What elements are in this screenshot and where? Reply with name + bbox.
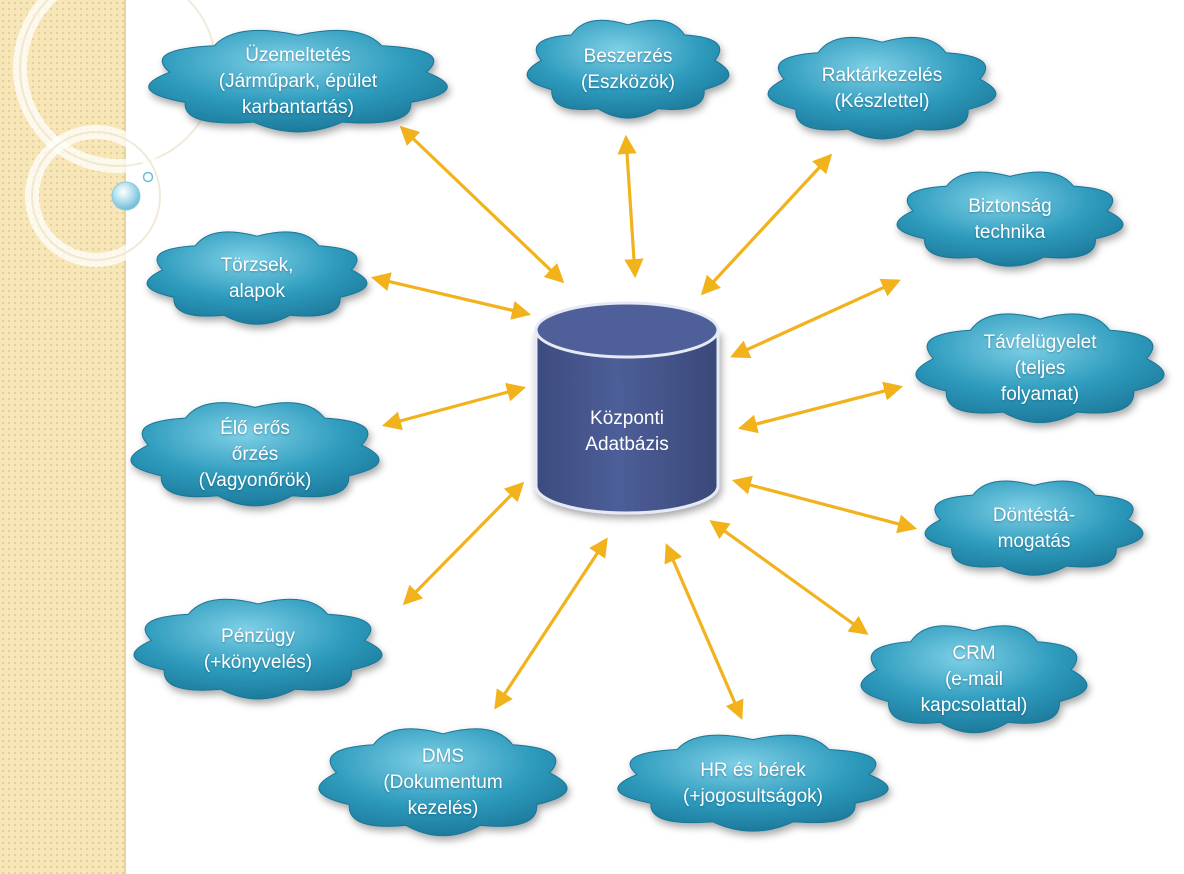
connector-arrow-elo-eros-orzes	[381, 382, 527, 431]
cloud-biztonsag	[896, 171, 1124, 267]
cloud-uzemeltetes	[148, 29, 448, 133]
cloud-label-line: (+jogosultságok)	[683, 786, 823, 807]
cloud-shape-hr	[617, 734, 889, 832]
connector-arrow-hr	[664, 543, 744, 720]
cloud-label-line: technika	[974, 222, 1046, 243]
cloud-raktarkezeles	[767, 36, 997, 140]
cloud-label-beszerzes: Beszerzés (Eszközök)	[581, 44, 675, 96]
cloud-label-line: CRM	[952, 643, 996, 664]
cloud-label-elo-eros-orzes: Élő erős őrzés (Vagyonőrök)	[199, 416, 312, 494]
cloud-beszerzes	[526, 19, 730, 119]
connector-arrow-beszerzes	[617, 134, 644, 279]
cloud-label-line: Döntéstá-	[992, 505, 1076, 526]
connector-arrow-biztonsag	[730, 278, 901, 359]
cloud-label-line: Üzemeltetés	[245, 45, 351, 66]
cloud-label-line: karbantartás)	[242, 97, 354, 118]
cloud-torzsek	[146, 231, 368, 325]
cloud-label-line: (e-mail	[944, 669, 1004, 690]
database-label-line-2: Adatbázis	[585, 434, 669, 455]
cloud-label-line: (Járműpark, épület	[218, 71, 378, 92]
cloud-shape-elo-eros-orzes	[130, 402, 380, 507]
cloud-penzugy	[133, 598, 383, 700]
connector-arrow-torzsek	[370, 272, 532, 320]
cloud-label-penzugy: Pénzügy (+könyvelés)	[204, 624, 312, 676]
connector-arrow-raktarkezeles	[700, 153, 833, 296]
cloud-label-torzsek: Törzsek, alapok	[221, 253, 294, 305]
database-label: Központi Adatbázis	[585, 406, 668, 458]
cloud-label-line: Raktárkezelés	[821, 65, 943, 86]
connector-arrow-dontestamogatas	[731, 475, 918, 534]
cloud-label-hr: HR és bérek (+jogosultságok)	[683, 758, 823, 810]
cloud-label-line: (Dokumentum	[383, 772, 503, 793]
cloud-label-line: DMS	[421, 746, 465, 767]
connector-arrow-uzemeltetes	[399, 125, 565, 284]
cloud-label-line: (Eszközök)	[581, 72, 675, 93]
cloud-shape-penzugy	[133, 598, 383, 700]
cloud-label-biztonsag: Biztonság technika	[968, 194, 1051, 246]
cloud-tavfelugyelet	[915, 313, 1165, 424]
connector-arrow-dms	[494, 537, 608, 710]
cloud-hr	[617, 734, 889, 832]
cloud-label-raktarkezeles: Raktárkezelés (Készlettel)	[822, 63, 942, 115]
cloud-label-crm: CRM (e-mail kapcsolattal)	[921, 641, 1028, 719]
cloud-elo-eros-orzes	[130, 402, 380, 507]
central-database	[534, 301, 720, 515]
cloud-label-line: Biztonság	[968, 196, 1052, 217]
cloud-shape-raktarkezeles	[767, 36, 997, 140]
cloud-shape-dontestamogatas	[924, 480, 1144, 576]
cloud-shape-tavfelugyelet	[915, 313, 1165, 424]
cloud-dontestamogatas	[924, 480, 1144, 576]
cloud-label-tavfelugyelet: Távfelügyelet (teljes folyamat)	[983, 330, 1096, 408]
cloud-label-line: Törzsek,	[220, 255, 294, 276]
cloud-label-uzemeltetes: Üzemeltetés (Járműpark, épület karbantartá…	[219, 43, 377, 121]
cloud-label-dontestamogatas: Döntéstá-mogatás	[993, 503, 1075, 555]
cloud-label-line: HR és bérek	[700, 760, 806, 781]
cloud-shape-uzemeltetes	[148, 29, 448, 133]
cloud-label-line: folyamat)	[1000, 384, 1080, 405]
cloud-label-line: Beszerzés	[583, 46, 673, 67]
cloud-label-line: Élő erős	[220, 418, 290, 439]
connector-arrow-tavfelugyelet	[737, 381, 904, 434]
cloud-label-line: (Készlettel)	[834, 91, 930, 112]
cloud-label-line: (Vagyonőrök)	[198, 470, 312, 491]
cloud-label-line: (teljes	[1014, 358, 1066, 379]
cloud-label-line: kapcsolattal)	[920, 695, 1028, 716]
cloud-crm	[860, 625, 1088, 734]
cloud-shape-beszerzes	[526, 19, 730, 119]
cloud-label-line: alapok	[228, 281, 285, 302]
connector-arrow-crm	[709, 520, 869, 635]
cloud-shape-crm	[860, 625, 1088, 734]
cloud-shape-torzsek	[146, 231, 368, 325]
cloud-label-line: mogatás	[997, 531, 1071, 552]
cloud-shape-biztonsag	[896, 171, 1124, 267]
connector-arrow-penzugy	[402, 481, 525, 606]
cloud-label-line: Pénzügy	[221, 626, 295, 647]
cloud-dms	[318, 728, 568, 837]
database-label-line-1: Központi	[590, 408, 664, 429]
cloud-label-line: kezelés)	[407, 798, 479, 819]
cloud-shape-dms	[318, 728, 568, 837]
cloud-label-dms: DMS (Dokumentum kezelés)	[383, 744, 502, 822]
cloud-label-line: őrzés	[231, 444, 279, 465]
cloud-label-line: (+könyvelés)	[203, 652, 313, 673]
cloud-label-line: Távfelügyelet	[983, 332, 1097, 353]
